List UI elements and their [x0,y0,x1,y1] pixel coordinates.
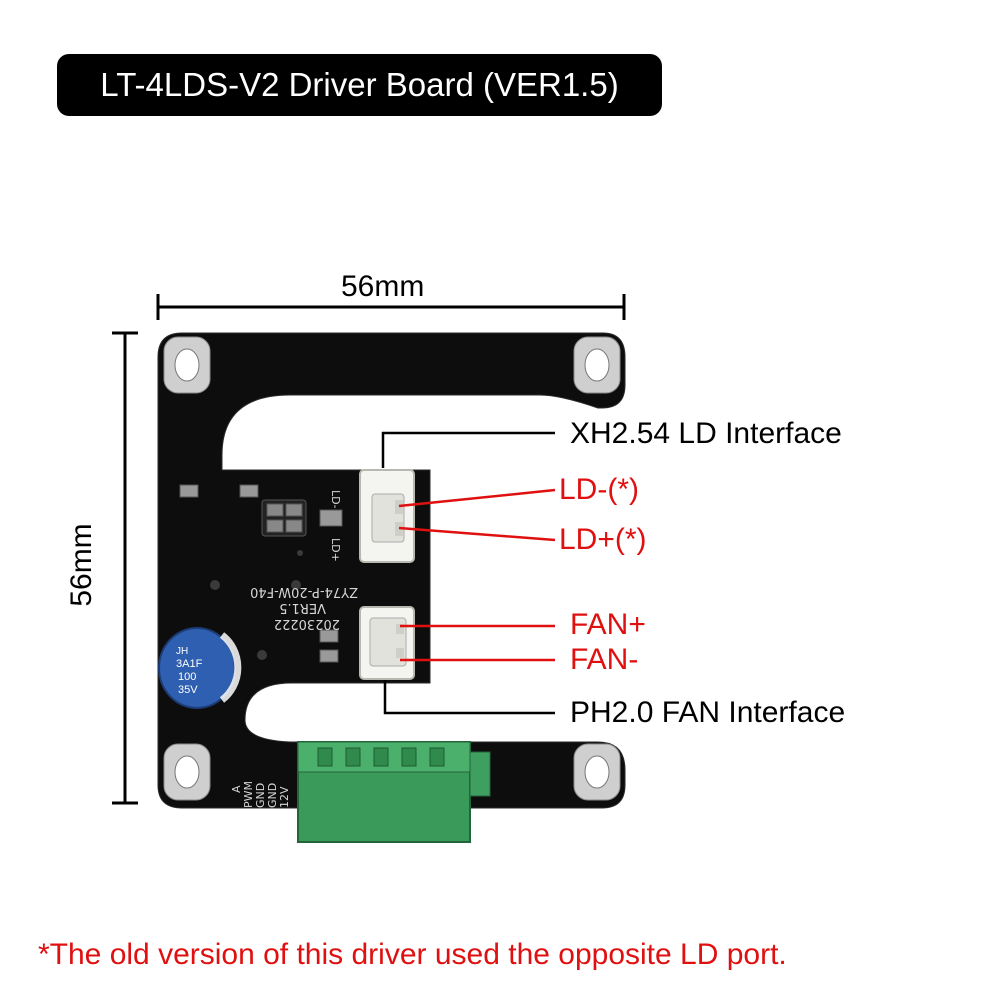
svg-text:GND: GND [266,783,279,808]
mounting-hole-bottom-left [163,743,211,801]
label-xh-interface: XH2.54 LD Interface [570,417,842,450]
page-title: LT-4LDS-V2 Driver Board (VER1.5) [100,66,619,103]
mounting-hole-top-left [163,336,211,394]
silk-version: VER1.5 [279,600,326,615]
smd-components [179,484,343,663]
mounting-hole-bottom-right [573,743,621,801]
svg-text:3A1F: 3A1F [176,658,203,670]
label-ld-minus: LD-(*) [559,473,639,506]
width-dimension-label: 56mm [341,270,425,303]
label-fan-minus: FAN- [570,643,639,676]
terminal-silkscreen: A PWM GND GND 12V [230,781,291,808]
callout-xh [381,431,555,468]
callout-ld-plus [398,526,556,542]
height-dimension-line [112,331,138,805]
footnote: *The old version of this driver used the… [38,938,787,971]
label-ph-interface: PH2.0 FAN Interface [570,696,846,729]
svg-text:JH: JH [176,646,188,657]
label-fan-plus: FAN+ [570,608,646,641]
silk-ld-minus: LD- [329,490,342,509]
board-silkscreen: 20230222 VER1.5 ZY74-P-20W-F40 [250,584,358,631]
callout-ld-minus [398,488,556,508]
silk-part-number: ZY74-P-20W-F40 [250,584,358,599]
svg-text:100: 100 [178,671,196,683]
silk-ld-plus: LD+ [329,538,342,562]
pcb-board [157,332,626,809]
xh-connector [359,469,415,563]
title-banner: LT-4LDS-V2 Driver Board (VER1.5) [57,54,662,116]
silk-date: 20230222 [274,616,340,631]
width-dimension-line [156,294,626,320]
svg-text:GND: GND [254,783,267,808]
ph-connector [359,606,415,680]
callout-ph [383,680,555,715]
svg-text:A: A [230,785,243,793]
vias [210,550,303,660]
svg-text:35V: 35V [178,684,198,696]
label-ld-plus: LD+(*) [559,523,647,556]
capacitor: JH 3A1F 100 35V [158,627,242,709]
mounting-hole-top-right [573,336,621,394]
terminal-block [297,741,491,843]
svg-text:12V: 12V [278,786,291,808]
svg-text:PWM: PWM [242,781,255,808]
